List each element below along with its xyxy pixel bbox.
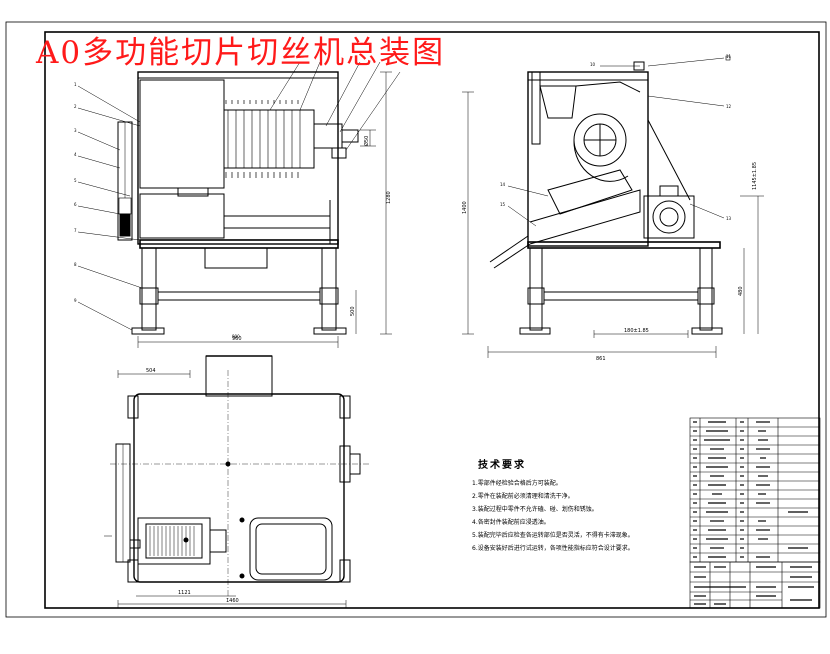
balloon-14: 14: [500, 182, 506, 187]
technical-notes: 技术要求 1.零部件经检验合格后方可装配。 2.零件在装配前必须清理和清洗干净。…: [472, 456, 687, 555]
inner-frame: [44, 31, 820, 609]
balloon-12: 12: [726, 104, 732, 109]
bom-table: [689, 417, 821, 563]
balloon-6: 6: [74, 202, 77, 207]
technical-note-line: 1.零部件经检验合格后方可装配。: [472, 480, 562, 487]
balloon-5: 5: [74, 178, 77, 183]
technical-note-line: 3.装配过程中零件不允许磕、碰、划伤和锈蚀。: [472, 506, 598, 513]
balloon-4: 4: [74, 152, 77, 157]
plan-top-dim: 504: [146, 368, 156, 374]
balloon-11: 11: [726, 54, 732, 59]
title-block: [689, 561, 821, 609]
technical-note-line: 5.装配完毕后应检查各运转部位是否灵活，不得有卡滞现象。: [472, 532, 634, 539]
balloon-1: 1: [74, 82, 77, 87]
front-base-dim: 900: [232, 334, 240, 339]
balloon-8: 8: [74, 262, 77, 267]
front-view: [77, 61, 401, 348]
side-leg-dim: 480: [738, 286, 744, 296]
front-leg-dim: 500: [350, 306, 356, 316]
side-motor-dim: 1145±1.85: [752, 162, 758, 190]
front-height-dim: 1280: [386, 191, 392, 204]
drawing-title: A0多功能切片切丝机总装图: [36, 35, 446, 71]
plan-bottom-dim: 1460: [226, 598, 239, 604]
corner-marker: [725, 55, 731, 61]
plan-bottom-left-dim: 1121: [178, 590, 191, 596]
balloon-15: 15: [500, 202, 506, 207]
technical-note-line: 4.各密封件装配前应浸透油。: [472, 519, 550, 526]
technical-note-line: 6.设备安装好后进行试运转，各项性能指标应符合设计要求。: [472, 545, 634, 552]
side-width-dim: 861: [596, 356, 606, 362]
front-width-dim: 960: [232, 336, 242, 342]
balloon-9: 9: [74, 298, 77, 303]
technical-notes-title: 技术要求: [478, 460, 526, 471]
balloon-2: 2: [74, 104, 77, 109]
balloon-13: 13: [726, 216, 732, 221]
technical-note-line: 2.零件在装配前必须清理和清洗干净。: [472, 493, 574, 500]
plan-view: [104, 355, 370, 608]
side-leg-spacing-dim: 180±1.85: [624, 328, 649, 334]
front-bore-dim: Ø50: [363, 136, 370, 146]
balloon-7: 7: [74, 228, 77, 233]
balloon-3: 3: [74, 128, 77, 133]
outer-frame: [5, 21, 827, 618]
side-height-dim: 1400: [462, 201, 468, 214]
side-view: [462, 57, 764, 358]
balloon-10: 10: [590, 62, 596, 67]
